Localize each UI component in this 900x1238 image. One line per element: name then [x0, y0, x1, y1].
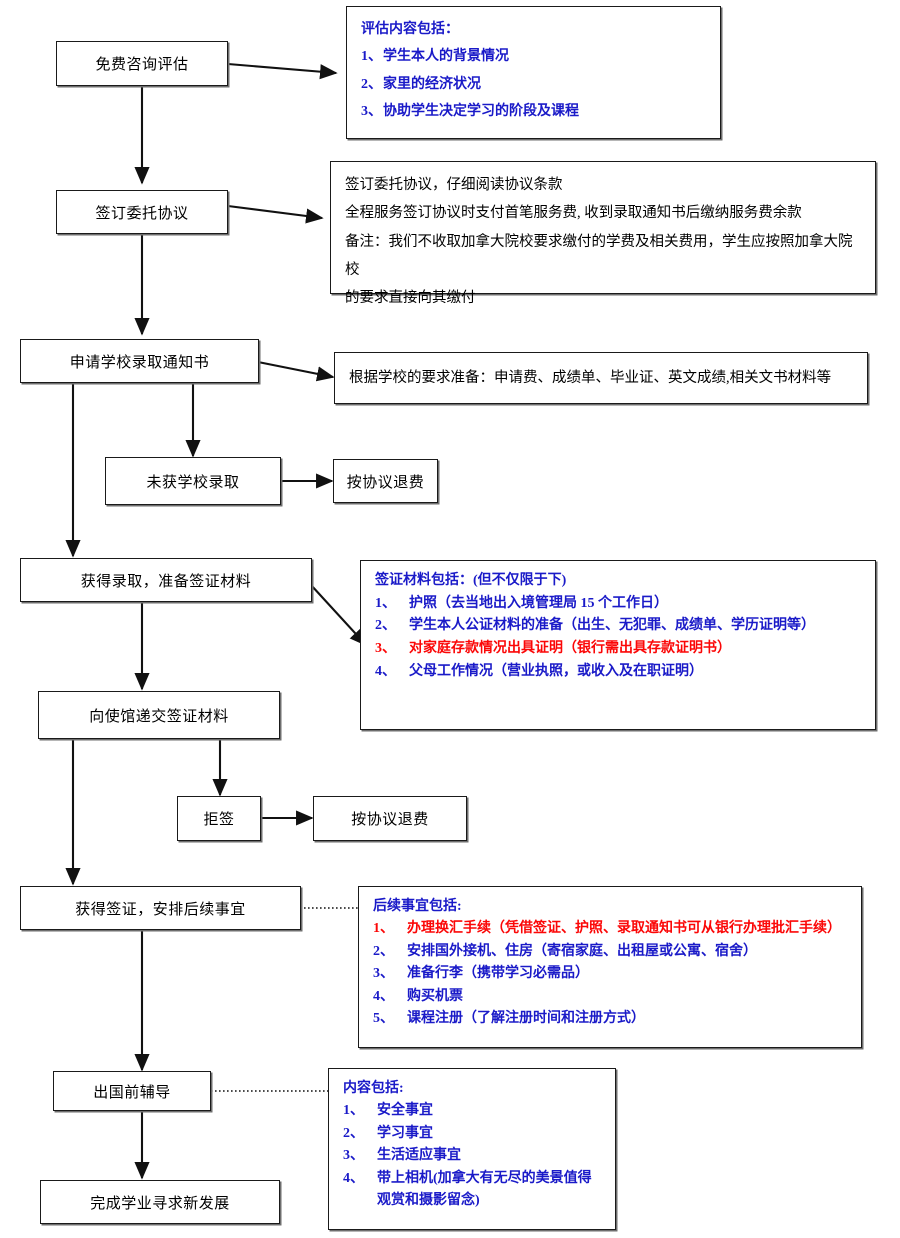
item-text: 父母工作情况（营业执照，或收入及在职证明）	[409, 663, 703, 679]
note-line: 备注：我们不收取加拿大院校要求缴付的学费及相关费用，学生应按照加拿大院校	[345, 233, 853, 278]
item-number: 5、	[373, 1010, 394, 1026]
note-line: 根据学校的要求准备：申请费、成绩单、毕业证、英文成绩,相关文书材料等	[349, 369, 832, 386]
item-number: 2、	[373, 943, 394, 959]
note-agreement-terms: 签订委托协议，仔细阅读协议条款 全程服务签订协议时支付首笔服务费, 收到录取通知…	[330, 161, 876, 306]
list-item: 3、 协助学生决定学习的阶段及课程	[361, 98, 708, 125]
item-text: 带上相机(加拿大有无尽的美景值得	[377, 1170, 592, 1186]
item-number: 1、	[343, 1103, 364, 1119]
node-predeparture-orientation[interactable]: 出国前辅导	[53, 1071, 211, 1111]
note-heading: 内容包括:	[343, 1081, 404, 1096]
node-apply-offer[interactable]: 申请学校录取通知书	[20, 339, 259, 383]
node-label: 申请学校录取通知书	[69, 354, 210, 371]
item-number: 3、	[343, 1148, 364, 1164]
item-text: 观赏和摄影留念)	[377, 1192, 480, 1208]
item-text: 对家庭存款情况出具证明（银行需出具存款证明书）	[409, 641, 731, 657]
node-sign-agreement[interactable]: 签订委托协议	[56, 190, 228, 234]
item-text: 学生本人公证材料的准备（出生、无犯罪、成绩单、学历证明等）	[409, 618, 815, 634]
list-item: 3、 生活适应事宜	[343, 1145, 603, 1167]
note-assessment-contents: 评估内容包括： 1、 学生本人的背景情况 2、 家里的经济状况 3、 协助学生决…	[346, 6, 721, 139]
item-text: 家里的经济状况	[383, 76, 481, 92]
note-line: 全程服务签订协议时支付首笔服务费, 收到录取通知书后缴纳服务费余款	[345, 205, 802, 222]
list-item: 3、 准备行李（携带学习必需品）	[373, 963, 849, 985]
node-label: 签订委托协议	[95, 205, 189, 222]
node-visa-refused[interactable]: 拒签	[177, 796, 261, 841]
list-item: 1、 安全事宜	[343, 1100, 603, 1122]
connector-agreement-to-agreement-note	[227, 204, 324, 224]
item-number: 2、	[343, 1125, 364, 1141]
note-predeparture-contents: 内容包括: 1、 安全事宜 2、 学习事宜 3、 生活适应事宜 4、 带上相机(…	[328, 1068, 616, 1230]
item-text: 安排国外接机、住房（寄宿家庭、出租屋或公寓、宿舍）	[407, 943, 757, 959]
node-label: 出国前辅导	[93, 1084, 171, 1101]
note-heading: 后续事宜包括:	[373, 899, 462, 914]
list-item: 3、 对家庭存款情况出具证明（银行需出具存款证明书）	[375, 638, 863, 661]
note-line: 的要求直接向其缴付	[345, 290, 476, 307]
node-label: 拒签	[203, 812, 235, 828]
node-refund-per-agreement-1[interactable]: 按协议退费	[333, 459, 438, 503]
note-application-materials: 根据学校的要求准备：申请费、成绩单、毕业证、英文成绩,相关文书材料等	[334, 352, 868, 404]
node-label: 未获学校录取	[146, 474, 240, 491]
item-number: 1、	[361, 49, 382, 65]
item-number: 1、	[373, 921, 394, 937]
node-free-consultation[interactable]: 免费咨询评估	[56, 41, 228, 86]
item-number: 4、	[373, 988, 394, 1004]
note-line: 签订委托协议，仔细阅读协议条款	[345, 177, 563, 193]
item-text: 学生本人的背景情况	[383, 49, 509, 65]
item-number: 2、	[361, 76, 382, 92]
connector-admitted-to-visa-note	[310, 584, 368, 647]
node-visa-granted[interactable]: 获得签证，安排后续事宜	[20, 886, 301, 930]
list-item: 4、 父母工作情况（营业执照，或收入及在职证明）	[375, 661, 863, 684]
node-label: 按协议退费	[346, 474, 425, 491]
node-label: 获得签证，安排后续事宜	[75, 901, 246, 918]
item-text: 购买机票	[407, 988, 463, 1004]
note-heading: 签证材料包括：(但不仅限于下)	[375, 573, 567, 588]
node-not-admitted[interactable]: 未获学校录取	[105, 457, 281, 505]
connector-apply-to-apply-note	[257, 360, 335, 382]
item-number: 2、	[375, 618, 396, 634]
node-label: 按协议退费	[351, 812, 429, 828]
list-item: 4、 购买机票	[373, 986, 849, 1008]
item-number: 4、	[375, 663, 396, 679]
note-followup-items: 后续事宜包括: 1、 办理换汇手续（凭借签证、护照、录取通知书可从银行办理批汇手…	[358, 886, 862, 1048]
list-item: 1、 办理换汇手续（凭借签证、护照、录取通知书可从银行办理批汇手续）	[373, 918, 849, 940]
list-item: 2、 家里的经济状况	[361, 71, 708, 98]
list-item: 2、 学习事宜	[343, 1123, 603, 1145]
item-text: 护照（去当地出入境管理局 15 个工作日）	[409, 595, 668, 611]
item-number: 3、	[373, 966, 394, 982]
node-refund-per-agreement-2[interactable]: 按协议退费	[313, 796, 467, 841]
note-visa-materials: 签证材料包括：(但不仅限于下) 1、 护照（去当地出入境管理局 15 个工作日）…	[360, 560, 876, 730]
node-label: 完成学业寻求新发展	[90, 1195, 230, 1212]
list-item: 4、 带上相机(加拿大有无尽的美景值得	[343, 1168, 603, 1190]
item-text: 安全事宜	[377, 1103, 433, 1119]
item-text: 学习事宜	[377, 1125, 433, 1141]
item-number: 1、	[375, 595, 396, 611]
node-label: 向使馆递交签证材料	[89, 708, 229, 725]
list-item: 2、 安排国外接机、住房（寄宿家庭、出租屋或公寓、宿舍）	[373, 941, 849, 963]
connector-consult-to-assessment-note	[227, 62, 338, 80]
item-text: 课程注册（了解注册时间和注册方式）	[407, 1010, 645, 1026]
list-item: 观赏和摄影留念)	[343, 1190, 603, 1212]
item-number: 3、	[375, 641, 396, 657]
list-item: 2、 学生本人公证材料的准备（出生、无犯罪、成绩单、学历证明等）	[375, 615, 863, 638]
note-heading: 评估内容包括：	[361, 22, 459, 37]
list-item: 1、 护照（去当地出入境管理局 15 个工作日）	[375, 593, 863, 616]
list-item: 1、 学生本人的背景情况	[361, 43, 708, 70]
node-admitted-prepare-visa[interactable]: 获得录取，准备签证材料	[20, 558, 312, 602]
node-submit-visa-embassy[interactable]: 向使馆递交签证材料	[38, 691, 280, 739]
list-item: 5、 课程注册（了解注册时间和注册方式）	[373, 1008, 849, 1030]
node-finish-studies[interactable]: 完成学业寻求新发展	[40, 1180, 280, 1224]
node-label: 免费咨询评估	[95, 57, 189, 73]
item-text: 生活适应事宜	[377, 1148, 461, 1164]
item-number: 4、	[343, 1170, 364, 1186]
item-number: 3、	[361, 103, 382, 119]
item-text: 准备行李（携带学习必需品）	[407, 966, 589, 982]
item-text: 协助学生决定学习的阶段及课程	[383, 103, 579, 119]
node-label: 获得录取，准备签证材料	[80, 573, 252, 590]
item-text: 办理换汇手续（凭借签证、护照、录取通知书可从银行办理批汇手续）	[407, 921, 841, 937]
